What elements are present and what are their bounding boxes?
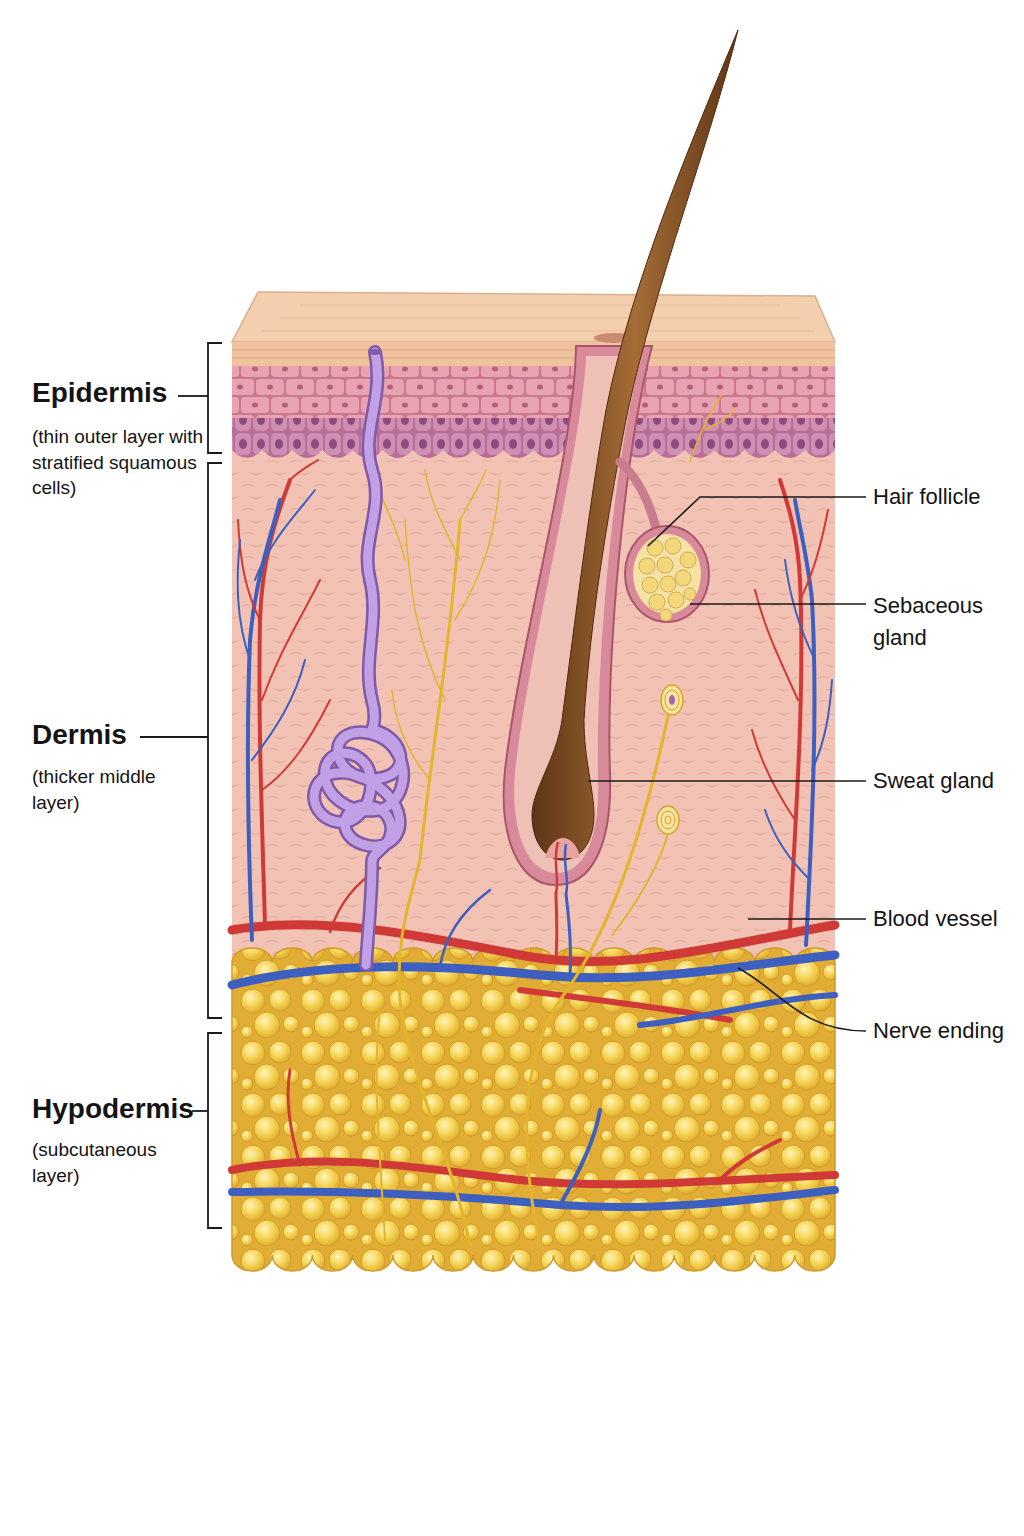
- nerve-receptors: [657, 685, 683, 834]
- part-label: Sebaceous gland: [873, 590, 993, 654]
- layer-note: (thin outer layer with stratified squamo…: [32, 424, 207, 501]
- part-label: Blood vessel: [873, 905, 1013, 934]
- layer-name: Dermis: [32, 719, 142, 751]
- sebaceous-gland: [620, 462, 709, 622]
- part-label: Nerve ending: [873, 1017, 1013, 1046]
- skin-surface: [232, 292, 835, 342]
- layer-note: (thicker middle layer): [32, 764, 182, 815]
- layer-note: (subcutaneous layer): [32, 1137, 182, 1188]
- layer-name: Hypodermis: [32, 1093, 197, 1125]
- hair-follicle: [504, 30, 738, 894]
- layer-name: Epidermis: [32, 377, 207, 409]
- hair-shaft: [532, 30, 738, 860]
- basal-layer: [232, 418, 835, 458]
- stratum-corneum: [232, 342, 835, 366]
- hypodermis-fat: [232, 948, 835, 1271]
- sweat-gland: [314, 349, 403, 965]
- epidermis-cells: [232, 366, 835, 420]
- part-label: Sweat gland: [873, 767, 1013, 796]
- part-label: Hair follicle: [873, 483, 1013, 512]
- leader-lines: [588, 497, 866, 1031]
